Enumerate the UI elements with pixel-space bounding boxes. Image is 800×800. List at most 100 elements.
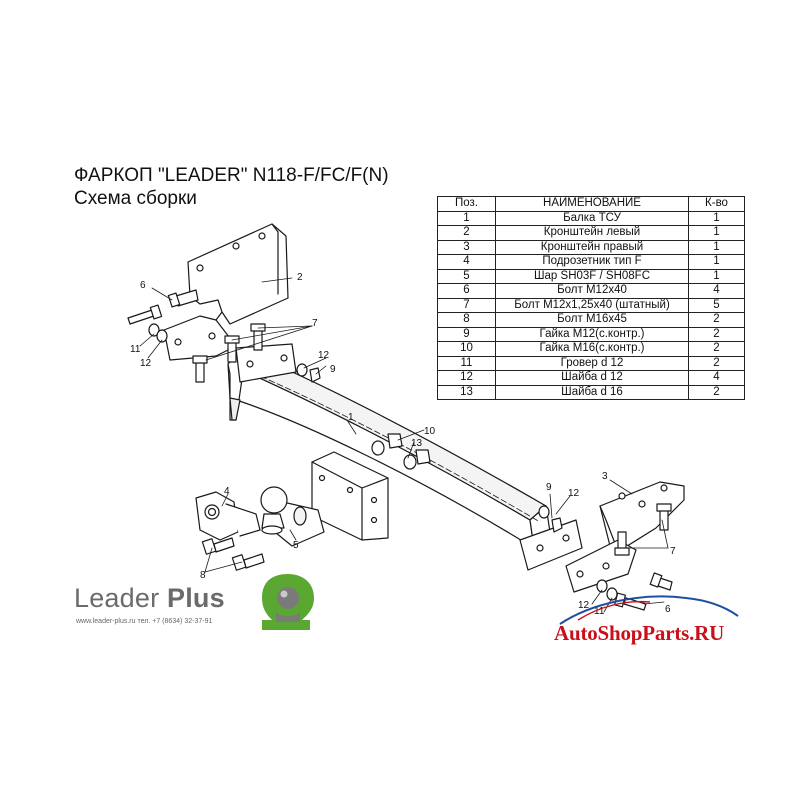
callout-1: 1 (348, 412, 354, 423)
cell-name: Шайба d 12 (495, 370, 689, 386)
callout-12-right-b: 12 (578, 600, 590, 611)
cell-position: 10 (437, 341, 496, 357)
callout-12-right-a: 12 (568, 488, 580, 499)
callout-labels: 1 2 3 4 5 6 6 7 7 8 9 9 10 11 11 12 12 1… (130, 272, 676, 617)
watermark-car-icon (559, 595, 739, 625)
cell-name: Гайка М16(с.контр.) (495, 341, 689, 357)
cell-quantity: 2 (688, 326, 745, 342)
cell-name: Болт М16х45 (495, 312, 689, 328)
cell-position: 2 (437, 225, 496, 241)
leader-lines (139, 277, 669, 613)
cell-name: Гайка М12(с.контр.) (495, 326, 689, 342)
cell-name: Болт М12х1,25х40 (штатный) (495, 297, 689, 313)
brand-name: Leader Plus (74, 583, 225, 614)
brand-regular: Leader (74, 583, 160, 613)
callout-6-left: 6 (140, 280, 146, 291)
bolt-m16x45 (201, 537, 265, 571)
socket-plate (195, 491, 261, 541)
cell-name: Шар SH03F / SH08FC (495, 268, 689, 284)
header-position: Поз. (437, 196, 496, 212)
callout-12-left-b: 12 (318, 350, 330, 361)
callout-6-right: 6 (665, 604, 671, 615)
cell-position: 13 (437, 384, 496, 400)
callout-4: 4 (224, 486, 230, 497)
cell-name: Гровер d 12 (495, 355, 689, 371)
callout-8: 8 (200, 570, 206, 581)
callout-5: 5 (293, 540, 299, 551)
stock-bolts-right (614, 503, 672, 556)
cell-position: 3 (437, 239, 496, 255)
cell-position: 6 (437, 283, 496, 299)
cell-position: 1 (437, 210, 496, 226)
cell-quantity: 1 (688, 210, 745, 226)
callout-11-right: 11 (594, 606, 605, 617)
title-subtitle: Схема сборки (74, 188, 197, 209)
header-name: НАИМЕНОВАНИЕ (495, 196, 689, 212)
cell-quantity: 5 (688, 297, 745, 313)
fasteners (148, 323, 618, 601)
cell-position: 5 (437, 268, 496, 284)
callout-13: 13 (411, 438, 423, 449)
cell-position: 12 (437, 370, 496, 386)
cell-name: Подрозетник тип F (495, 254, 689, 270)
cell-quantity: 1 (688, 268, 745, 284)
tow-beam (227, 343, 583, 571)
bolt-m12x40-left (127, 289, 199, 325)
callout-9-right: 9 (546, 482, 552, 493)
cell-name: Болт М12х40 (495, 283, 689, 299)
brand-contact: www.leader-plus.ru тел. +7 (8634) 32-37-… (76, 618, 213, 625)
cell-quantity: 1 (688, 225, 745, 241)
cell-position: 4 (437, 254, 496, 270)
cell-position: 9 (437, 326, 496, 342)
cell-position: 8 (437, 312, 496, 328)
cell-quantity: 1 (688, 254, 745, 270)
callout-11-left: 11 (130, 344, 141, 355)
tow-ball (260, 486, 325, 547)
callout-10: 10 (424, 426, 436, 437)
cell-name: Кронштейн левый (495, 225, 689, 241)
leader-plus-logo-icon (262, 574, 314, 630)
drawing-title: ФАРКОП "LEADER" N118-F/FC/F(N) Схема сбо… (74, 164, 389, 210)
stock-bolts-left (192, 323, 266, 383)
cell-quantity: 4 (688, 283, 745, 299)
callout-7-left: 7 (312, 318, 318, 329)
callout-12-left-a: 12 (140, 358, 152, 369)
callout-3: 3 (602, 471, 608, 482)
cell-name: Кронштейн правый (495, 239, 689, 255)
cell-quantity: 2 (688, 312, 745, 328)
parts-table-header: Поз. НАИМЕНОВАНИЕ К-во (437, 196, 745, 212)
watermark-text: AutoShopParts.RU (554, 621, 725, 645)
callout-2: 2 (297, 272, 303, 283)
cell-quantity: 2 (688, 341, 745, 357)
cell-quantity: 2 (688, 384, 745, 400)
cell-quantity: 4 (688, 370, 745, 386)
cell-quantity: 2 (688, 355, 745, 371)
callout-7-right: 7 (670, 546, 676, 557)
cell-name: Шайба d 16 (495, 384, 689, 400)
cell-quantity: 1 (688, 239, 745, 255)
title-model: ФАРКОП "LEADER" N118-F/FC/F(N) (74, 165, 389, 186)
brand-bold: Plus (166, 583, 225, 613)
cell-name: Балка ТСУ (495, 210, 689, 226)
cell-position: 7 (437, 297, 496, 313)
header-quantity: К-во (688, 196, 745, 212)
callout-9-left: 9 (330, 364, 336, 375)
cell-position: 11 (437, 355, 496, 371)
bolt-m12x40-right (613, 572, 673, 611)
